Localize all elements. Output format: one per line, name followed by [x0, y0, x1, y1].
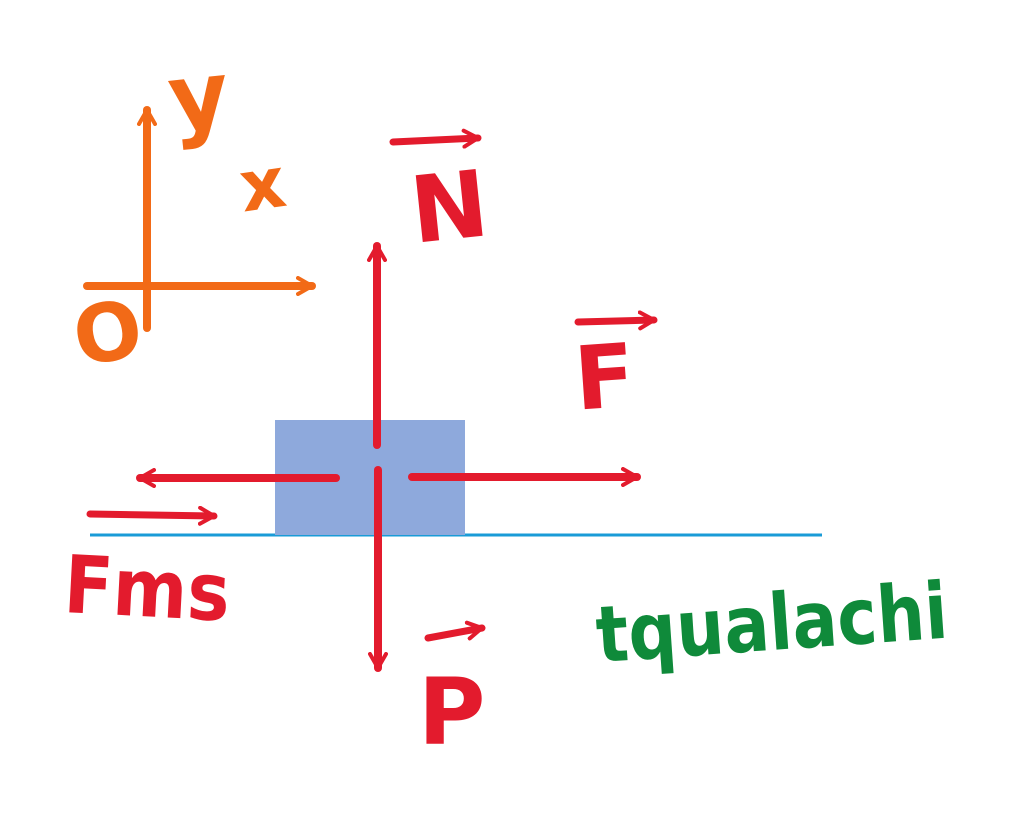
- applied-force-label: F: [571, 324, 638, 431]
- signature-text: tqualachi: [593, 567, 950, 681]
- applied-vector-mark: [574, 310, 658, 331]
- weight-force-label: P: [418, 659, 485, 766]
- friction-vector-mark: [86, 505, 218, 526]
- applied-force-label-group: F: [571, 310, 658, 431]
- origin-label: O: [66, 281, 149, 384]
- normal-vector-mark: [389, 128, 482, 149]
- weight-force-label-group: P: [418, 620, 486, 766]
- coordinate-axes: y x O: [66, 40, 316, 385]
- x-axis-label: x: [234, 141, 290, 228]
- force-vectors: N F P Fms: [62, 128, 658, 766]
- normal-force-label-group: N: [389, 128, 493, 265]
- weight-vector-mark: [424, 620, 486, 642]
- friction-force-label: Fms: [62, 538, 233, 640]
- friction-force-label-group: Fms: [62, 505, 233, 640]
- y-axis-label: y: [163, 40, 234, 153]
- normal-force-label: N: [405, 150, 493, 264]
